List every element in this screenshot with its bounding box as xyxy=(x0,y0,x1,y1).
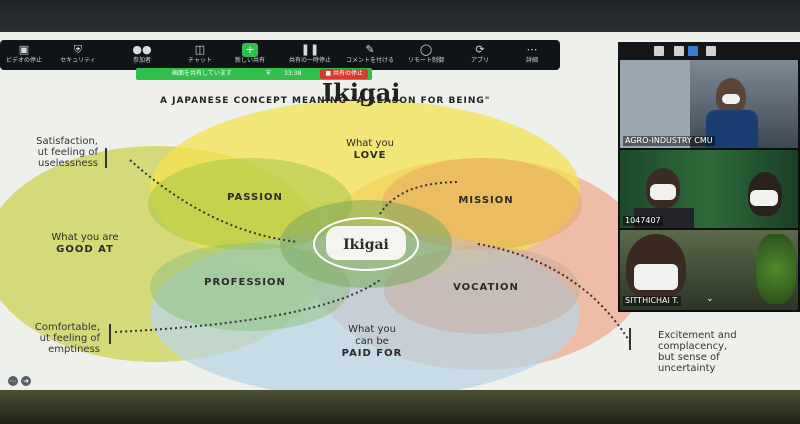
monitor-top-bezel xyxy=(0,0,800,36)
face-mask xyxy=(634,264,678,290)
speaker-view-icon[interactable] xyxy=(688,46,698,56)
passion-label: PASSION xyxy=(227,192,283,203)
note-top-left: Satisfaction, ut feeling of uselessness xyxy=(36,136,98,169)
dotted-line-bottom-right xyxy=(477,243,631,343)
panel-header xyxy=(618,42,800,60)
slide-subtitle: A JAPANESE CONCEPT MEANING "A REASON FOR… xyxy=(160,96,491,106)
pause-share-button[interactable]: ❚❚共有の一時停止 xyxy=(286,43,334,65)
remote-control-button[interactable]: ◯リモート制御 xyxy=(402,43,450,65)
mission-label: MISSION xyxy=(458,195,514,206)
good-at-label: What you are GOOD AT xyxy=(51,232,119,255)
sharing-status-text: 画面を共有しています xyxy=(172,70,232,77)
stop-video-button[interactable]: ▣ビデオの停止 xyxy=(0,43,48,65)
chat-button[interactable]: ◫チャット xyxy=(176,43,224,65)
pen-icon: ✎ xyxy=(365,43,375,56)
face-mask xyxy=(650,184,676,200)
participant-video-panel: AGRO-INDUSTRY CMU 1047407 SITTHICHAI T. … xyxy=(618,42,800,312)
security-button[interactable]: ⛨セキュリティ xyxy=(54,43,102,65)
share-screen-icon: + xyxy=(242,43,258,57)
mouse-icon: ◯ xyxy=(419,43,433,56)
participant-body xyxy=(634,208,694,228)
share-timer: 33:38 xyxy=(284,70,302,77)
view-toggle-icon[interactable] xyxy=(674,46,684,56)
note-bottom-left: Comfortable, ut feeling of emptiness xyxy=(34,322,100,355)
vocation-label: VOCATION xyxy=(453,282,519,293)
plant-decoration xyxy=(756,234,796,304)
note-bottom-right: Excitement and complacency, but sense of… xyxy=(658,330,737,374)
slide-title: Ikigai xyxy=(322,78,401,107)
face-mask xyxy=(722,94,740,104)
new-share-button[interactable]: +新しい共有 xyxy=(234,43,265,64)
apps-button[interactable]: ⟳アプリ xyxy=(456,43,504,65)
center-label-box xyxy=(326,226,406,260)
next-arrow-icon[interactable]: ➜ xyxy=(21,376,31,386)
more-button[interactable]: ⋯詳細 xyxy=(508,43,556,65)
chevron-down-icon[interactable]: ⌄ xyxy=(706,294,714,304)
participants-icon: ●● xyxy=(132,43,152,56)
pause-icon: ❚❚ xyxy=(300,43,320,56)
monitor-bottom-bezel xyxy=(0,390,800,424)
participants-button[interactable]: ●●参加者 xyxy=(118,43,166,65)
center-circle-outline xyxy=(313,217,419,271)
shield-icon: ⛨ xyxy=(73,43,83,56)
sharing-status-bar: 画面を共有しています ⛨ 33:38 ■ 共有の停止 xyxy=(136,68,372,80)
apps-icon: ⟳ xyxy=(475,43,485,56)
paid-for-label: What you can be PAID FOR xyxy=(341,324,403,359)
participant-body xyxy=(706,110,758,148)
ikigai-center-label: Ikigai xyxy=(343,237,389,253)
annotate-button[interactable]: ✎コメントを付ける xyxy=(346,43,395,64)
more-icon: ⋯ xyxy=(526,43,538,56)
meeting-toolbar: ▣ビデオの停止 ⛨セキュリティ ●●参加者 ◫チャット +新しい共有 ❚❚共有の… xyxy=(0,40,560,70)
dotted-line-top-left xyxy=(129,159,299,243)
participant-name: 1047407 xyxy=(623,216,663,226)
participant-name: AGRO-INDUSTRY CMU xyxy=(623,136,715,146)
participant-tile[interactable]: AGRO-INDUSTRY CMU xyxy=(620,60,798,148)
stop-icon: ■ xyxy=(325,70,333,77)
more-options-icon[interactable]: ⋯ xyxy=(8,376,18,386)
minimize-icon[interactable] xyxy=(654,46,664,56)
profession-label: PROFESSION xyxy=(204,277,286,288)
face-mask xyxy=(750,190,778,206)
office-window xyxy=(620,60,690,148)
gallery-view-icon[interactable] xyxy=(706,46,716,56)
stop-share-button[interactable]: ■ 共有の停止 xyxy=(320,69,368,79)
love-label: What you LOVE xyxy=(346,138,394,161)
video-camera-icon: ▣ xyxy=(18,43,30,56)
shield-icon: ⛨ xyxy=(266,70,271,77)
ikigai-venn-diagram xyxy=(0,100,650,398)
participant-tile[interactable]: 1047407 xyxy=(620,150,798,228)
participant-name: SITTHICHAI T. xyxy=(623,296,681,306)
participant-tile[interactable]: SITTHICHAI T. ⌄ xyxy=(620,230,798,310)
slide-nav: ⋯➜ xyxy=(8,368,34,387)
chat-icon: ◫ xyxy=(194,43,206,56)
